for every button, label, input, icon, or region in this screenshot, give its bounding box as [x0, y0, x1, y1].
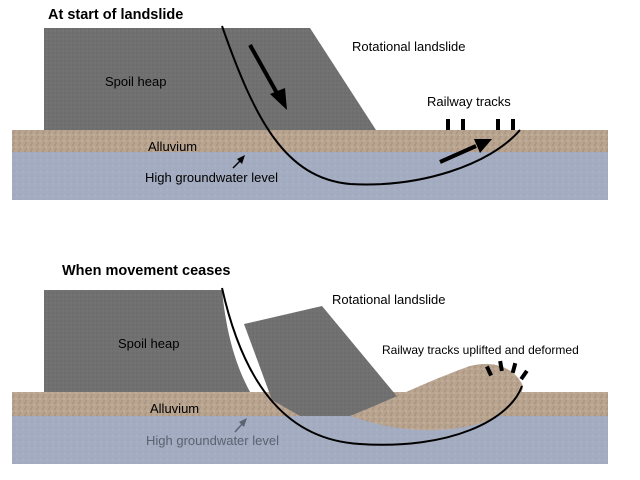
top-alluvium-layer — [12, 130, 608, 152]
bottom-track-sleeper — [519, 369, 529, 381]
bottom-groundwater-layer — [12, 416, 608, 464]
top-arrow-up — [439, 139, 492, 164]
bottom-panel: When movement ceases Spoil heap Rotation… — [12, 263, 608, 464]
bottom-panel-title: When movement ceases — [62, 263, 230, 279]
bottom-spoil-heap-label: Spoil heap — [118, 336, 179, 351]
top-track-sleeper — [496, 119, 500, 130]
bottom-rotational-landslide-label: Rotational landslide — [332, 292, 445, 307]
top-railway-tracks — [446, 119, 515, 130]
top-track-sleeper — [511, 119, 515, 130]
top-groundwater-arrow — [232, 155, 245, 169]
top-arrow-down — [248, 44, 287, 110]
top-slip-surface — [221, 25, 521, 186]
arrow-shaft — [248, 44, 280, 96]
bottom-groundwater-label: High groundwater level — [146, 433, 279, 448]
arrow-shaft — [439, 144, 477, 164]
arrow-head — [237, 155, 245, 164]
top-groundwater-layer — [12, 152, 608, 200]
arrow-head — [270, 88, 287, 110]
top-panel-title: At start of landslide — [48, 7, 183, 23]
top-spoil-heap-label: Spoil heap — [105, 74, 166, 89]
bottom-alluvium-label: Alluvium — [150, 401, 199, 416]
bottom-slid-block — [244, 306, 400, 416]
bottom-track-sleeper — [510, 362, 518, 374]
top-spoil-heap — [44, 28, 376, 130]
top-track-sleeper — [461, 119, 465, 130]
bottom-railway-tracks-label: Railway tracks uplifted and deformed — [382, 343, 579, 357]
top-panel: At start of landslide Spoil heap Rotatio… — [12, 7, 608, 200]
arrow-head — [239, 418, 247, 427]
top-alluvium-label: Alluvium — [148, 139, 197, 154]
bottom-spoil-heap — [44, 290, 250, 392]
bottom-slip-surface — [221, 287, 523, 446]
bottom-track-sleeper — [485, 365, 493, 377]
arrow-head — [474, 139, 492, 153]
bottom-groundwater-arrow — [234, 418, 247, 433]
top-track-sleeper — [446, 119, 450, 130]
bottom-track-sleeper — [498, 360, 504, 372]
top-rotational-landslide-label: Rotational landslide — [352, 39, 465, 54]
top-groundwater-label: High groundwater level — [145, 170, 278, 185]
bottom-uplifted-alluvium — [350, 364, 523, 431]
bottom-railway-tracks — [485, 360, 529, 381]
top-railway-tracks-label: Railway tracks — [427, 94, 511, 109]
